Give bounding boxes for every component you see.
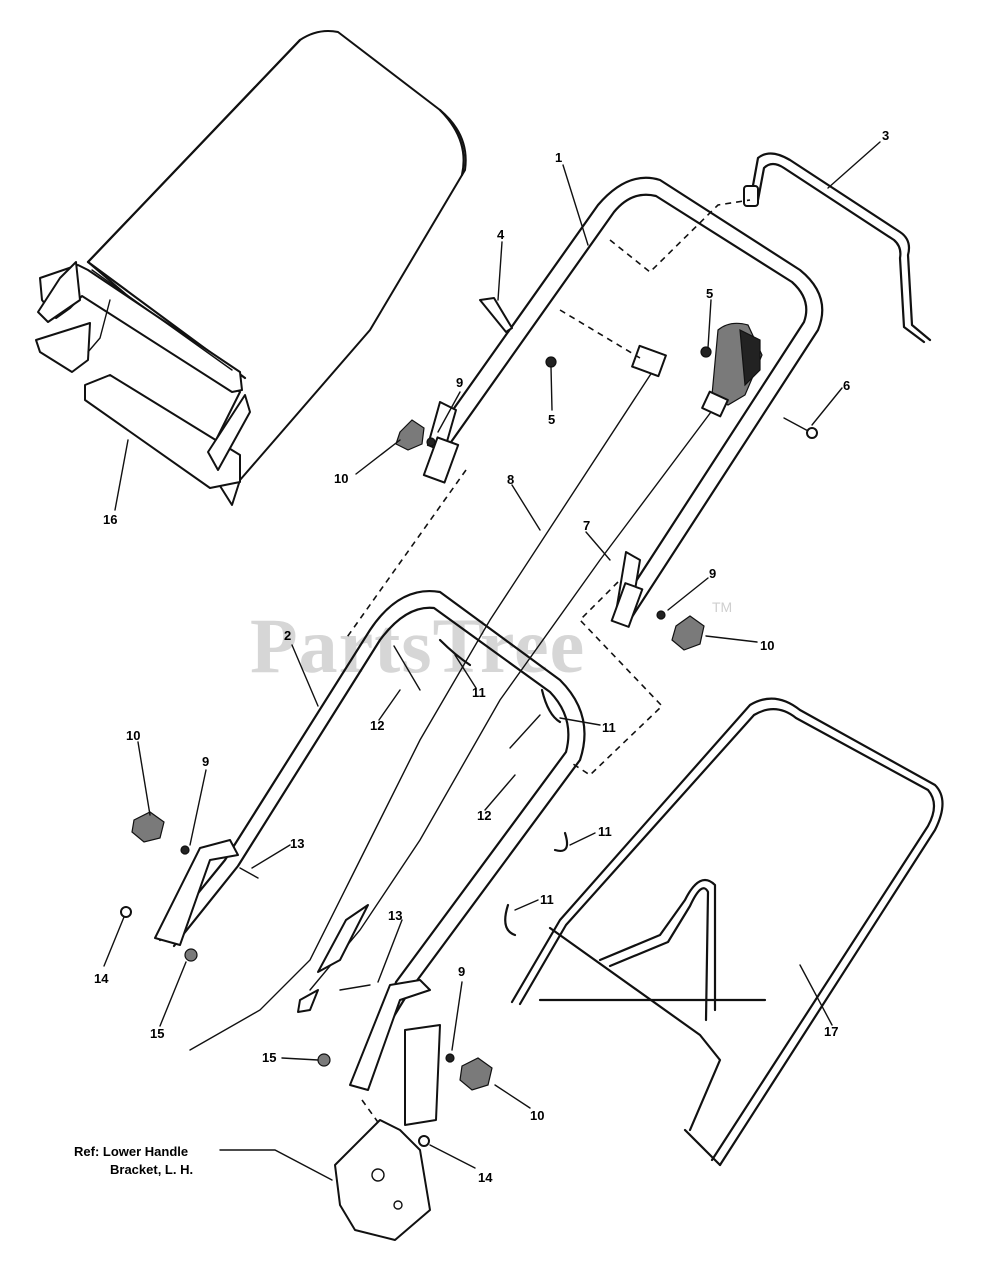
callout-6: 6 xyxy=(843,378,850,393)
reference-label-line1: Ref: Lower Handle xyxy=(74,1144,188,1159)
callout-9d: 9 xyxy=(458,964,465,979)
callout-8: 8 xyxy=(507,472,514,487)
callout-10d: 10 xyxy=(530,1108,544,1123)
callout-9c: 9 xyxy=(202,754,209,769)
callout-5a: 5 xyxy=(706,286,713,301)
callout-15b: 15 xyxy=(262,1050,276,1065)
callout-17: 17 xyxy=(824,1024,838,1039)
watermark-text: PartsTree xyxy=(250,602,585,689)
reference-label-line2: Bracket, L. H. xyxy=(110,1162,193,1177)
callout-4: 4 xyxy=(497,227,505,242)
grass-bag xyxy=(35,30,467,506)
callout-2: 2 xyxy=(284,628,291,643)
callout-3: 3 xyxy=(882,128,889,143)
callout-14b: 14 xyxy=(478,1170,493,1185)
callout-9a: 9 xyxy=(456,375,463,390)
callout-11a: 11 xyxy=(472,685,486,700)
callout-13b: 13 xyxy=(388,908,402,923)
watermark-trademark: TM xyxy=(712,599,732,615)
callout-7: 7 xyxy=(583,518,590,533)
callout-12a: 12 xyxy=(370,718,384,733)
callout-5b: 5 xyxy=(548,412,555,427)
control-lever xyxy=(701,322,763,418)
callout-11d: 11 xyxy=(540,892,554,907)
callout-12b: 12 xyxy=(477,808,491,823)
leader-lines xyxy=(103,141,881,1181)
callout-10b: 10 xyxy=(760,638,774,653)
lower-handle-bracket xyxy=(334,1024,441,1241)
bail-handle xyxy=(743,152,932,344)
callout-9b: 9 xyxy=(709,566,716,581)
callout-labels: 1 2 3 4 5 5 6 7 8 9 9 9 9 10 10 10 10 11… xyxy=(94,128,889,1185)
upper-handle xyxy=(422,176,824,628)
alignment-lines xyxy=(344,199,751,1126)
callout-10a: 10 xyxy=(334,471,348,486)
lower-handle xyxy=(154,590,586,1091)
callout-10c: 10 xyxy=(126,728,140,743)
callout-11b: 11 xyxy=(602,720,616,735)
callout-14a: 14 xyxy=(94,971,109,986)
callout-16: 16 xyxy=(103,512,117,527)
callout-1: 1 xyxy=(555,150,562,165)
cables xyxy=(189,344,721,1051)
bag-frame xyxy=(510,697,944,1167)
callout-11c: 11 xyxy=(598,824,612,839)
callout-13a: 13 xyxy=(290,836,304,851)
callout-15a: 15 xyxy=(150,1026,164,1041)
